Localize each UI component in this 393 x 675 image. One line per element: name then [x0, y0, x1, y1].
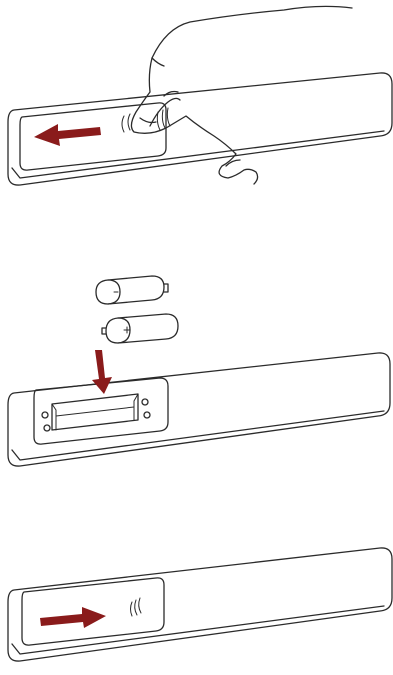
grip-icon	[131, 598, 142, 616]
battery-icon	[96, 276, 168, 304]
remote-body	[8, 353, 390, 466]
slide-right-arrow	[40, 607, 106, 628]
step-1-open-cover	[0, 0, 393, 200]
screw-hole	[144, 412, 150, 418]
step-2-insert-batteries	[0, 270, 393, 480]
insert-down-arrow	[92, 350, 112, 394]
remote-body-edge	[12, 606, 384, 654]
battery-icon	[102, 314, 178, 343]
remote-body	[8, 548, 392, 661]
remote-body	[8, 73, 392, 185]
screw-hole	[142, 399, 148, 405]
screw-hole	[42, 412, 48, 418]
slide-left-arrow	[34, 124, 101, 146]
step-3-close-cover	[0, 540, 393, 675]
grip-marks	[122, 114, 130, 132]
screw-hole	[44, 425, 50, 431]
remote-body-edge	[12, 411, 384, 460]
